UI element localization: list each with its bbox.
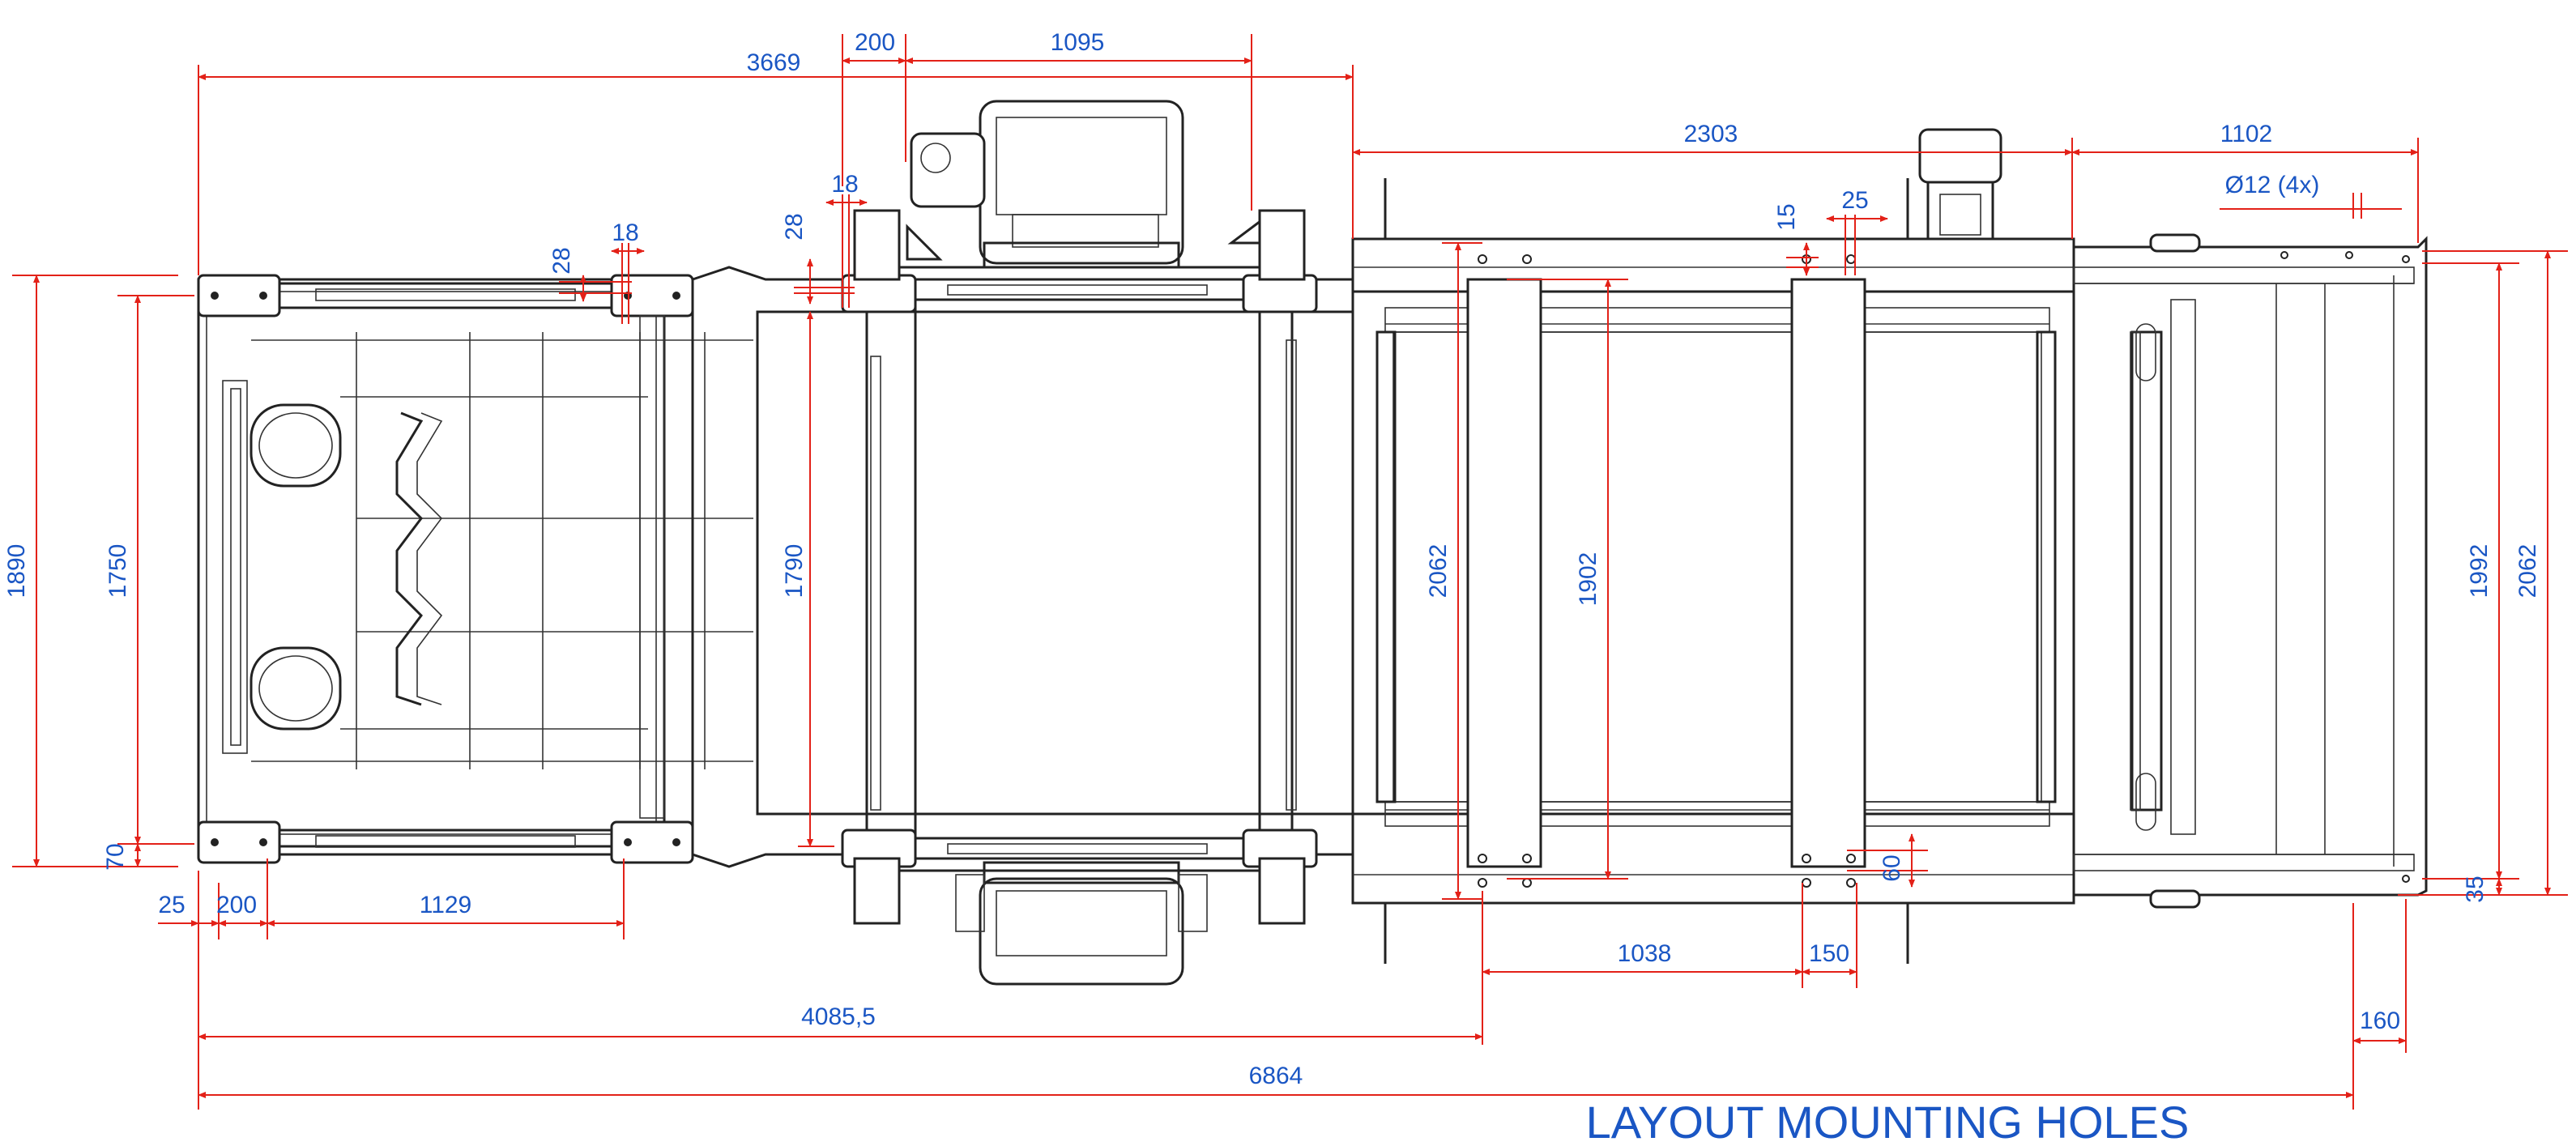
dim-200-top: 200: [855, 29, 895, 56]
dim-200-bottom: 200: [216, 892, 257, 918]
dim-150: 150: [1809, 940, 1849, 967]
dimension-lines: [12, 34, 2568, 1110]
dim-1890: 1890: [3, 544, 30, 599]
machine-outline: [197, 100, 2428, 986]
dim-18-b: 18: [612, 219, 638, 246]
dim-1750: 1750: [104, 544, 131, 599]
dim-28-a: 28: [781, 213, 808, 240]
dim-4085-5: 4085,5: [801, 1003, 876, 1030]
dim-6864: 6864: [1249, 1063, 1303, 1089]
outfeed-module: [2072, 233, 2428, 909]
weighing-module: [1351, 128, 2075, 964]
drawing-title: LAYOUT MOUNTING HOLES: [1586, 1097, 2190, 1146]
dim-hole-label: Ø12 (4x): [2225, 172, 2320, 198]
dim-2062-mid: 2062: [1425, 544, 1452, 599]
dim-28-b: 28: [548, 247, 575, 274]
dim-3669: 3669: [747, 49, 801, 76]
dim-70: 70: [102, 843, 129, 870]
left-module: [197, 274, 753, 864]
dim-25-top: 25: [1841, 187, 1868, 214]
dim-2303: 2303: [1684, 121, 1738, 147]
dim-60: 60: [1879, 854, 1905, 881]
dim-1038: 1038: [1618, 940, 1672, 967]
dim-25-bottom: 25: [158, 892, 185, 918]
dim-1992: 1992: [2466, 544, 2493, 599]
dim-1790: 1790: [781, 544, 808, 599]
dim-1102: 1102: [2220, 121, 2273, 147]
dim-1129: 1129: [420, 892, 472, 918]
dim-160: 160: [2360, 1008, 2400, 1034]
dimension-labels: 3669 200 1095 2303 1102 Ø12 (4x) 18 28 1…: [3, 29, 2541, 1089]
dim-2062-right: 2062: [2514, 544, 2541, 599]
dim-35: 35: [2462, 875, 2489, 902]
dim-18-a: 18: [831, 171, 858, 198]
dim-1902: 1902: [1575, 552, 1601, 607]
dim-1095: 1095: [1051, 29, 1105, 56]
middle-module: [691, 100, 1354, 986]
dim-15: 15: [1773, 203, 1800, 230]
